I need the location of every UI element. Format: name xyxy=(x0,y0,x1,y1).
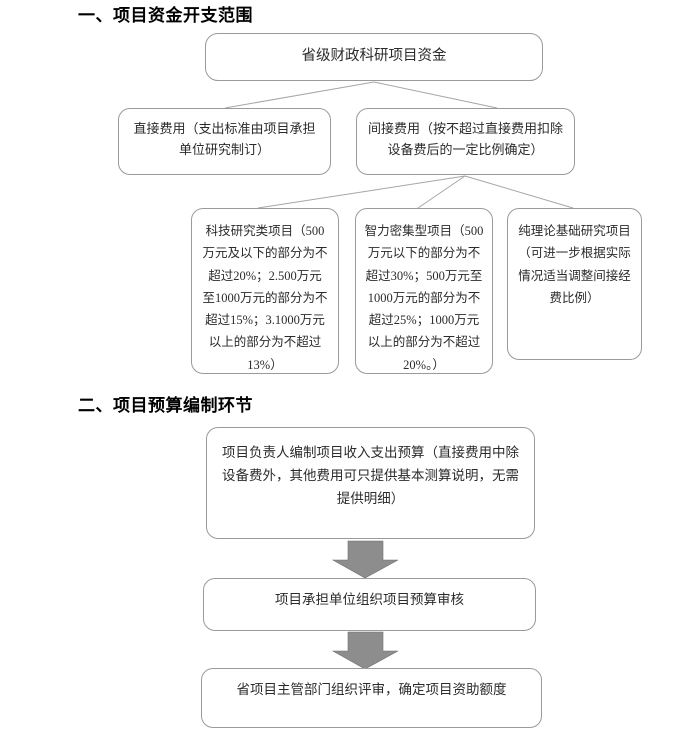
connector-root-to-indirect xyxy=(373,81,498,109)
section-heading-2: 二、项目预算编制环节 xyxy=(78,396,253,416)
flow-step-unit-review-label: 项目承担单位组织项目预算审核 xyxy=(275,592,464,607)
node-knowledge-intensive-project-label: 智力密集型项目（500万元以下的部分为不超过30%；500万元至1000万元的部… xyxy=(364,224,484,372)
connector-indirect-to-leaf-1 xyxy=(257,175,466,209)
connector-root-to-direct xyxy=(224,81,375,109)
node-knowledge-intensive-project[interactable]: 智力密集型项目（500万元以下的部分为不超过30%；500万元至1000万元的部… xyxy=(355,208,493,374)
flow-step-provincial-evaluation-label: 省项目主管部门组织评审，确定项目资助额度 xyxy=(236,682,507,697)
node-tech-research-project[interactable]: 科技研究类项目（500万元及以下的部分为不超过20%；2.500万元至1000万… xyxy=(191,208,339,374)
down-arrow-icon-2 xyxy=(331,631,399,670)
down-arrow-icon-1 xyxy=(331,540,399,579)
connector-indirect-to-leaf-3 xyxy=(464,175,574,209)
section-heading-1: 一、项目资金开支范围 xyxy=(78,6,253,26)
flow-step-prepare-budget-label: 项目负责人编制项目收入支出预算（直接费用中除设备费外，其他费用可只提供基本测算说… xyxy=(222,445,519,507)
node-theoretical-research-project-label: 纯理论基础研究项目（可进一步根据实际情况适当调整间接经费比例） xyxy=(518,224,631,305)
flow-step-prepare-budget[interactable]: 项目负责人编制项目收入支出预算（直接费用中除设备费外，其他费用可只提供基本测算说… xyxy=(206,427,535,539)
node-theoretical-research-project[interactable]: 纯理论基础研究项目（可进一步根据实际情况适当调整间接经费比例） xyxy=(507,208,642,360)
flow-step-provincial-evaluation[interactable]: 省项目主管部门组织评审，确定项目资助额度 xyxy=(201,668,542,728)
node-root-label: 省级财政科研项目资金 xyxy=(301,48,447,65)
connector-indirect-to-leaf-2 xyxy=(417,175,466,209)
flow-step-unit-review[interactable]: 项目承担单位组织项目预算审核 xyxy=(203,578,536,631)
node-indirect-cost[interactable]: 间接费用（按不超过直接费用扣除设备费后的一定比例确定） xyxy=(356,108,575,175)
node-direct-cost-label: 直接费用（支出标准由项目承担单位研究制订） xyxy=(133,121,316,158)
node-indirect-cost-label: 间接费用（按不超过直接费用扣除设备费后的一定比例确定） xyxy=(367,121,563,158)
node-root-funding[interactable]: 省级财政科研项目资金 xyxy=(205,33,543,81)
node-direct-cost[interactable]: 直接费用（支出标准由项目承担单位研究制订） xyxy=(118,108,331,175)
node-tech-research-project-label: 科技研究类项目（500万元及以下的部分为不超过20%；2.500万元至1000万… xyxy=(202,224,328,372)
